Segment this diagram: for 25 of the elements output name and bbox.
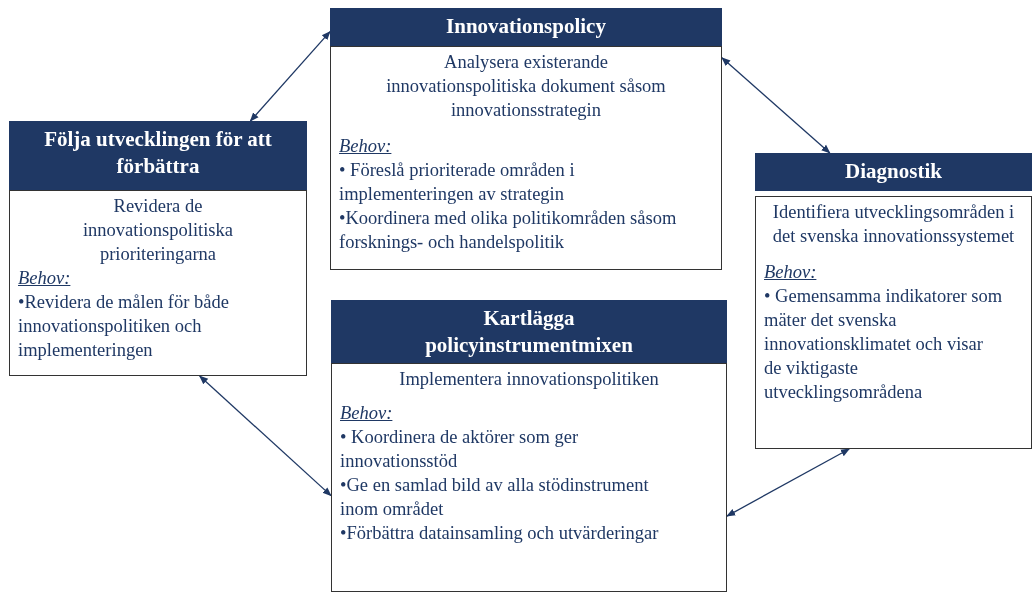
bullet-text: • Koordinera de aktörer som ger innovationsstöd <box>340 426 580 473</box>
needs-heading: Behov: <box>339 135 392 158</box>
info-panel <box>331 300 727 592</box>
panel-heading: Diagnostik <box>755 153 1032 191</box>
bullet-text: •Revidera de målen för både innovationspolitiken och implementeringen <box>18 291 230 362</box>
info-panel <box>9 121 307 376</box>
panel-heading: Innovationspolicy <box>330 8 722 46</box>
double-arrow <box>721 57 831 154</box>
double-arrow <box>199 375 332 497</box>
description-text: Implementera innovationspolitiken <box>398 368 660 391</box>
bullet-text: • Gemensamma indikatorer som mäter det svenska innovationsklimatet och visar de viktigaste utvecklingsområdena <box>764 285 1004 404</box>
panel-heading: Följa utvecklingen för att förbättra <box>9 121 307 190</box>
needs-heading: Behov: <box>18 267 71 290</box>
needs-heading: Behov: <box>340 402 393 425</box>
double-arrow <box>726 448 850 517</box>
bullet-text: • Föreslå prioriterade områden i implementeringen av strategin <box>339 159 576 206</box>
description-text: Revidera de innovationspolitiska prioriteringarna <box>81 195 235 266</box>
description-text: Analysera existerande innovationspolitiska dokument såsom innovationsstrategin <box>385 51 667 122</box>
bullet-text: •Ge en samlad bild av alla stödinstrument inom området <box>340 474 650 521</box>
needs-heading: Behov: <box>764 261 817 284</box>
bullet-text: •Förbättra datainsamling och utvärderingar <box>340 522 660 545</box>
double-arrow <box>249 30 331 122</box>
panel-heading: Kartlägga policyinstrumentmixen <box>331 300 727 363</box>
description-text: Identifiera utvecklingsområden i det svenska innovationssystemet <box>771 201 1016 248</box>
bullet-text: •Koordinera med olika politikområden såsom forsknings- och handelspolitik <box>339 207 678 254</box>
